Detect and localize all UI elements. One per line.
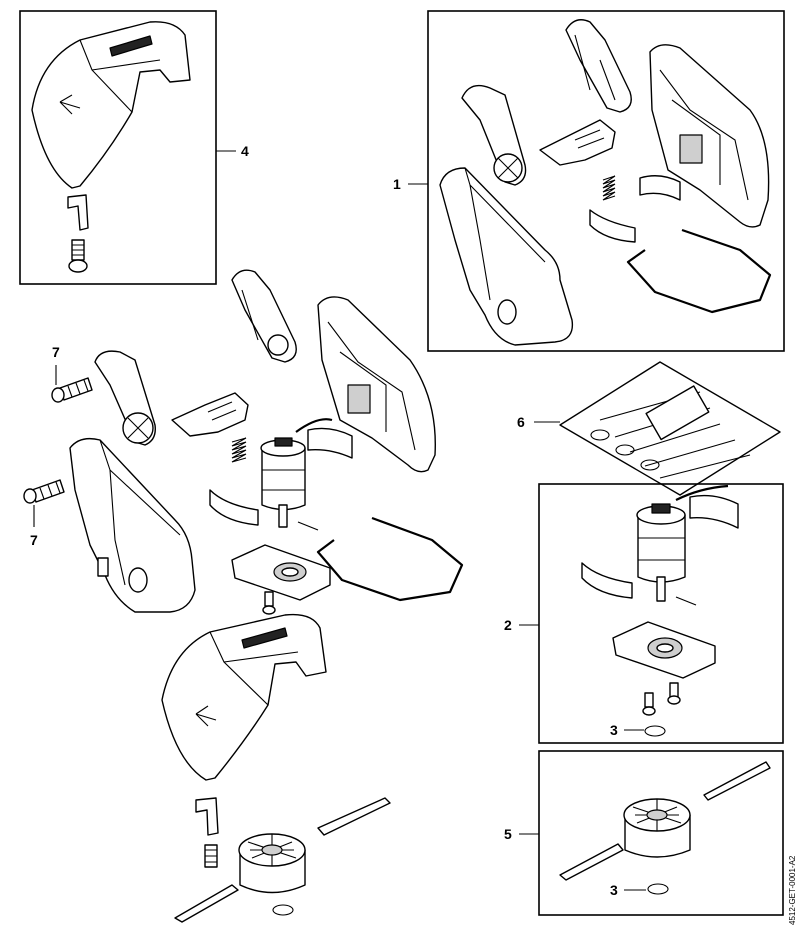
blade-pack: [559, 361, 781, 496]
callout-3-lower: 3: [610, 882, 618, 898]
kit-box-guard: [19, 10, 217, 285]
callout-2: 2: [504, 617, 512, 633]
drawing-code: 4512-GET-0001-A2: [788, 855, 797, 925]
kit-box-spool: [538, 750, 784, 916]
callout-7-upper: 7: [52, 344, 60, 360]
kit-box-housing: [427, 10, 785, 352]
callout-3-upper: 3: [610, 722, 618, 738]
screw-lower: [23, 479, 65, 504]
kit-box-motor: [538, 483, 784, 744]
main-assembly: [23, 269, 464, 923]
screw-upper: [51, 377, 93, 403]
callout-6: 6: [517, 414, 525, 430]
callout-1: 1: [393, 176, 401, 192]
callout-4: 4: [241, 143, 249, 159]
callout-7-lower: 7: [30, 532, 38, 548]
callout-5: 5: [504, 826, 512, 842]
